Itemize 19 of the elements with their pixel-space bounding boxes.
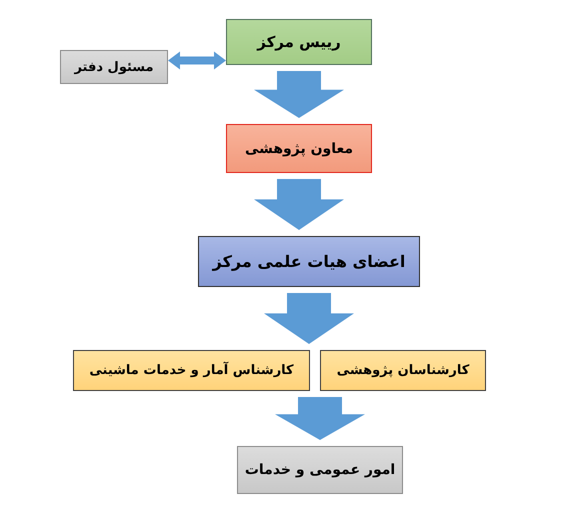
org-box bbox=[73, 350, 310, 391]
box-label: کارشناس آمار و خدمات ماشینی bbox=[89, 363, 294, 378]
org-box bbox=[226, 124, 372, 173]
org-box bbox=[60, 50, 168, 84]
block-arrow bbox=[275, 397, 365, 440]
box-label: معاون پژوهشی bbox=[244, 140, 354, 156]
block-arrow bbox=[264, 293, 354, 344]
org-box bbox=[320, 350, 486, 391]
block-arrow bbox=[254, 179, 344, 230]
box-label: کارشناسان پژوهشی bbox=[336, 363, 470, 378]
box-label: مسئول دفتر bbox=[74, 60, 154, 74]
org-box bbox=[237, 446, 403, 494]
box-label: اعضای هیات علمی مرکز bbox=[212, 252, 406, 271]
box-label: رییس مرکز bbox=[257, 33, 341, 51]
block-arrow bbox=[168, 52, 226, 70]
block-arrow bbox=[254, 71, 344, 118]
box-label: امور عمومی و خدمات bbox=[244, 462, 396, 478]
org-box bbox=[198, 236, 420, 287]
org-box bbox=[226, 19, 372, 65]
